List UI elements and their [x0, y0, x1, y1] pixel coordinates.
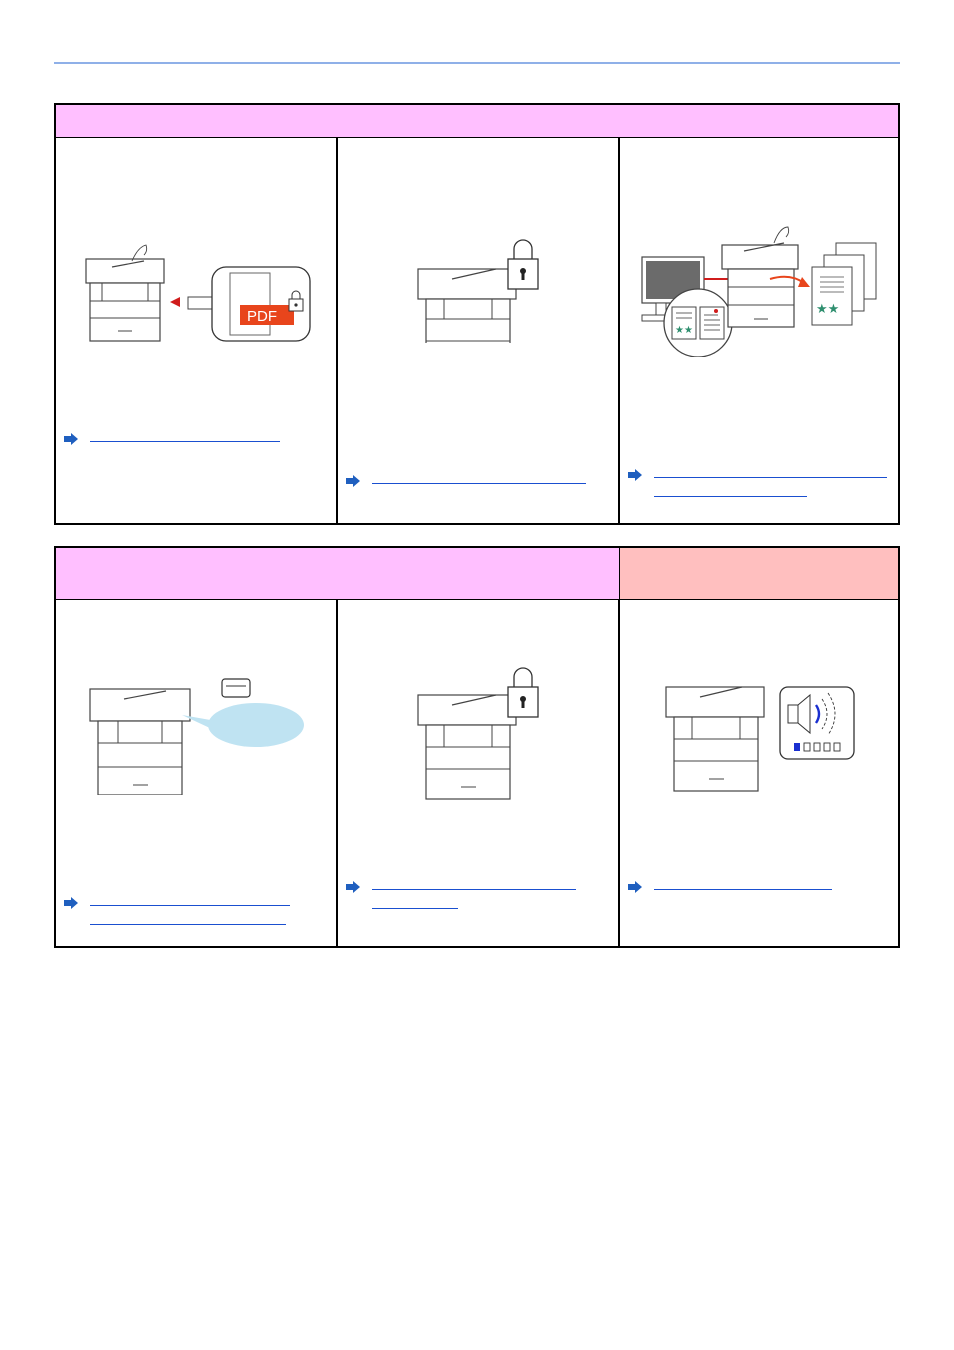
printer-lock-icon	[417, 239, 539, 343]
pdf-label: PDF	[247, 308, 277, 325]
printer-card-network-icon	[89, 678, 304, 795]
arrow-right-icon	[346, 475, 360, 487]
reference-link[interactable]	[372, 483, 586, 484]
panel-2-header-left	[56, 548, 620, 600]
arrow-right-icon	[628, 881, 642, 893]
reference-link[interactable]	[372, 889, 576, 890]
top-rule	[54, 62, 900, 64]
panel-2-header-right	[620, 548, 898, 600]
reference-link[interactable]	[654, 496, 807, 497]
link-row	[628, 879, 832, 893]
reference-link[interactable]	[90, 905, 290, 906]
feature-cell-security	[338, 137, 618, 523]
svg-text:★★: ★★	[675, 325, 693, 336]
printer-lock-icon	[417, 667, 539, 800]
svg-text:★★: ★★	[816, 301, 839, 316]
pc-printer-document-icon: ★★ ★★	[641, 226, 877, 357]
link-row	[346, 473, 586, 487]
reference-link[interactable]	[90, 441, 280, 442]
divider	[336, 137, 338, 523]
feature-cell-card-auth	[56, 599, 336, 946]
divider	[336, 599, 338, 946]
feature-cell-security-2	[338, 599, 618, 946]
panel-1-header	[56, 105, 898, 138]
link-row	[346, 879, 576, 909]
link-row	[628, 467, 887, 497]
feature-panel-1: PDF	[54, 103, 900, 525]
link-row	[64, 895, 290, 925]
link-row	[64, 431, 280, 445]
divider	[618, 137, 620, 523]
feature-cell-encrypted-pdf: PDF	[56, 137, 336, 523]
feature-cell-volume	[620, 599, 900, 946]
reference-link[interactable]	[654, 889, 832, 890]
feature-cell-print-from-pc: ★★ ★★	[620, 137, 900, 523]
reference-link[interactable]	[654, 477, 887, 478]
feature-panel-2	[54, 546, 900, 948]
arrow-right-icon	[64, 897, 78, 909]
arrow-right-icon	[346, 881, 360, 893]
arrow-right-icon	[628, 469, 642, 481]
reference-link[interactable]	[372, 908, 458, 909]
reference-link[interactable]	[90, 924, 286, 925]
divider	[618, 599, 620, 946]
printer-speaker-volume-icon	[665, 686, 855, 792]
printer-usb-pdf-lock-icon: PDF	[85, 244, 311, 342]
arrow-right-icon	[64, 433, 78, 445]
